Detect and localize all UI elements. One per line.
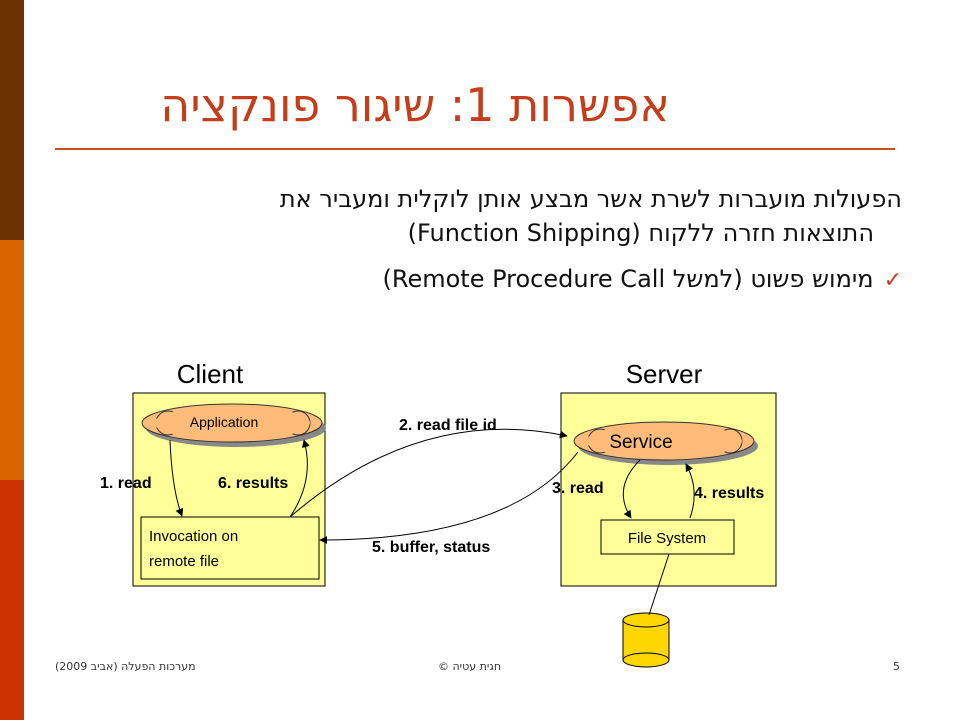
server-label: Server [626, 359, 703, 389]
left-accent-bar-orange [0, 240, 24, 480]
service-label: Service [609, 432, 672, 453]
title-divider [55, 148, 895, 150]
footer-course: מערכות הפעלה (אביב 2009) [55, 660, 196, 673]
step-1-label: 1. read [100, 475, 152, 492]
client-label: Client [177, 359, 244, 389]
disk-icon [622, 612, 670, 668]
footer-page-number: 5 [893, 660, 900, 673]
step-5-label: 5. buffer, status [372, 539, 490, 556]
slide-title: אפשרות 1: שיגור פונקציה [160, 78, 670, 132]
file-system-box [600, 519, 735, 555]
bullet-line-2: התוצאות חזרה ללקוח (Function Shipping) [407, 219, 874, 247]
arrow-step5 [319, 451, 579, 544]
left-accent-bar-dark [0, 0, 24, 240]
bullet-rpc-text: מימוש פשוט (למשל Remote Procedure Call) [382, 265, 874, 293]
arrow-step2 [289, 428, 568, 518]
application-label: Application [190, 414, 259, 430]
invocation-line-1: Invocation on [149, 528, 238, 545]
invocation-line-2: remote file [149, 553, 219, 570]
disk-connector [648, 553, 670, 616]
bullet-rpc: ✓ מימוש פשוט (למשל Remote Procedure Call) [382, 262, 902, 298]
step-6-label: 6. results [218, 475, 288, 492]
application-cloud: Application [141, 403, 326, 447]
step-2-label: 2. read file id [399, 417, 497, 434]
arrow-step4 [685, 463, 695, 519]
arrow-step6 [289, 439, 310, 518]
bullet-function-shipping: הפעולות מועברות לשרת אשר מבצע אותן לוקלי… [280, 182, 902, 250]
left-accent-bar-red [0, 480, 24, 720]
arrow-step3 [622, 459, 641, 519]
bullet-line-1: הפעולות מועברות לשרת אשר מבצע אותן לוקלי… [279, 185, 902, 213]
file-system-label: File System [628, 530, 706, 547]
invocation-box [140, 516, 320, 580]
step-4-label: 4. results [694, 485, 764, 502]
arrow-step1 [169, 439, 184, 517]
checkmark-icon: ✓ [883, 268, 902, 293]
step-3-label: 3. read [552, 480, 604, 497]
footer-author: חגית עטיה © [438, 660, 502, 673]
service-cloud: Service [573, 421, 758, 465]
